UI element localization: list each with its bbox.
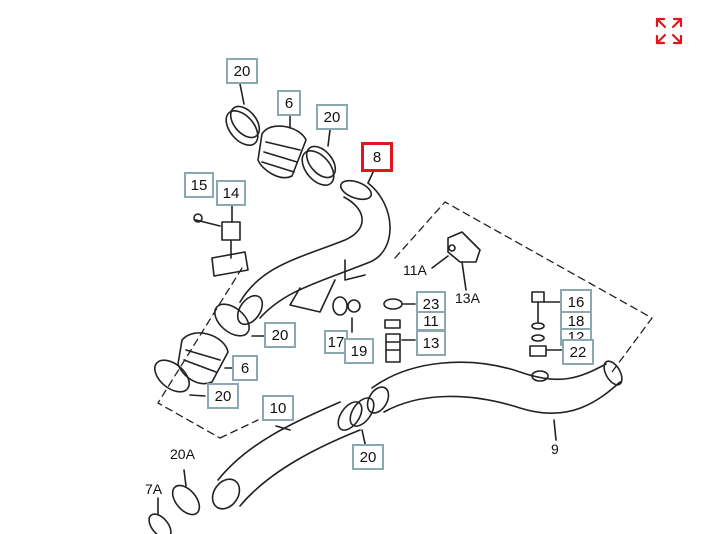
lower-left-clamps [154, 303, 266, 397]
callout-20-top-left[interactable]: 20 [226, 58, 258, 84]
label-13a: 13A [455, 290, 480, 306]
bottom-left-clamps [148, 469, 201, 534]
callout-13[interactable]: 13 [416, 330, 446, 356]
callout-14[interactable]: 14 [216, 180, 246, 206]
valve-14 [193, 205, 249, 277]
assembly-boundary [157, 201, 653, 439]
lower-pipe-9 [366, 360, 623, 441]
callout-20-bottom[interactable]: 20 [352, 444, 384, 470]
callout-6-lower[interactable]: 6 [232, 355, 258, 381]
callout-19[interactable]: 19 [344, 338, 374, 364]
bolt-stack [529, 291, 566, 382]
label-9: 9 [551, 441, 559, 457]
callout-10[interactable]: 10 [262, 395, 294, 421]
sensor-13a [431, 231, 481, 291]
label-20a: 20A [170, 446, 195, 462]
small-parts [332, 296, 416, 363]
label-7a: 7A [145, 481, 163, 497]
callout-6-top[interactable]: 6 [277, 90, 301, 116]
callout-20-top-right[interactable]: 20 [316, 104, 348, 130]
callout-20-lower-left[interactable]: 20 [207, 383, 239, 409]
expand-arrows-icon[interactable] [654, 16, 684, 46]
charge-pipe-8 [236, 169, 391, 326]
callout-15[interactable]: 15 [184, 172, 214, 198]
upper-clamps [225, 83, 337, 186]
callout-22[interactable]: 22 [562, 339, 594, 365]
callout-20-middle[interactable]: 20 [264, 322, 296, 348]
label-11a: 11A [403, 262, 427, 278]
callout-11[interactable]: 11 [416, 311, 446, 331]
callout-8-selected[interactable]: 8 [361, 142, 393, 172]
